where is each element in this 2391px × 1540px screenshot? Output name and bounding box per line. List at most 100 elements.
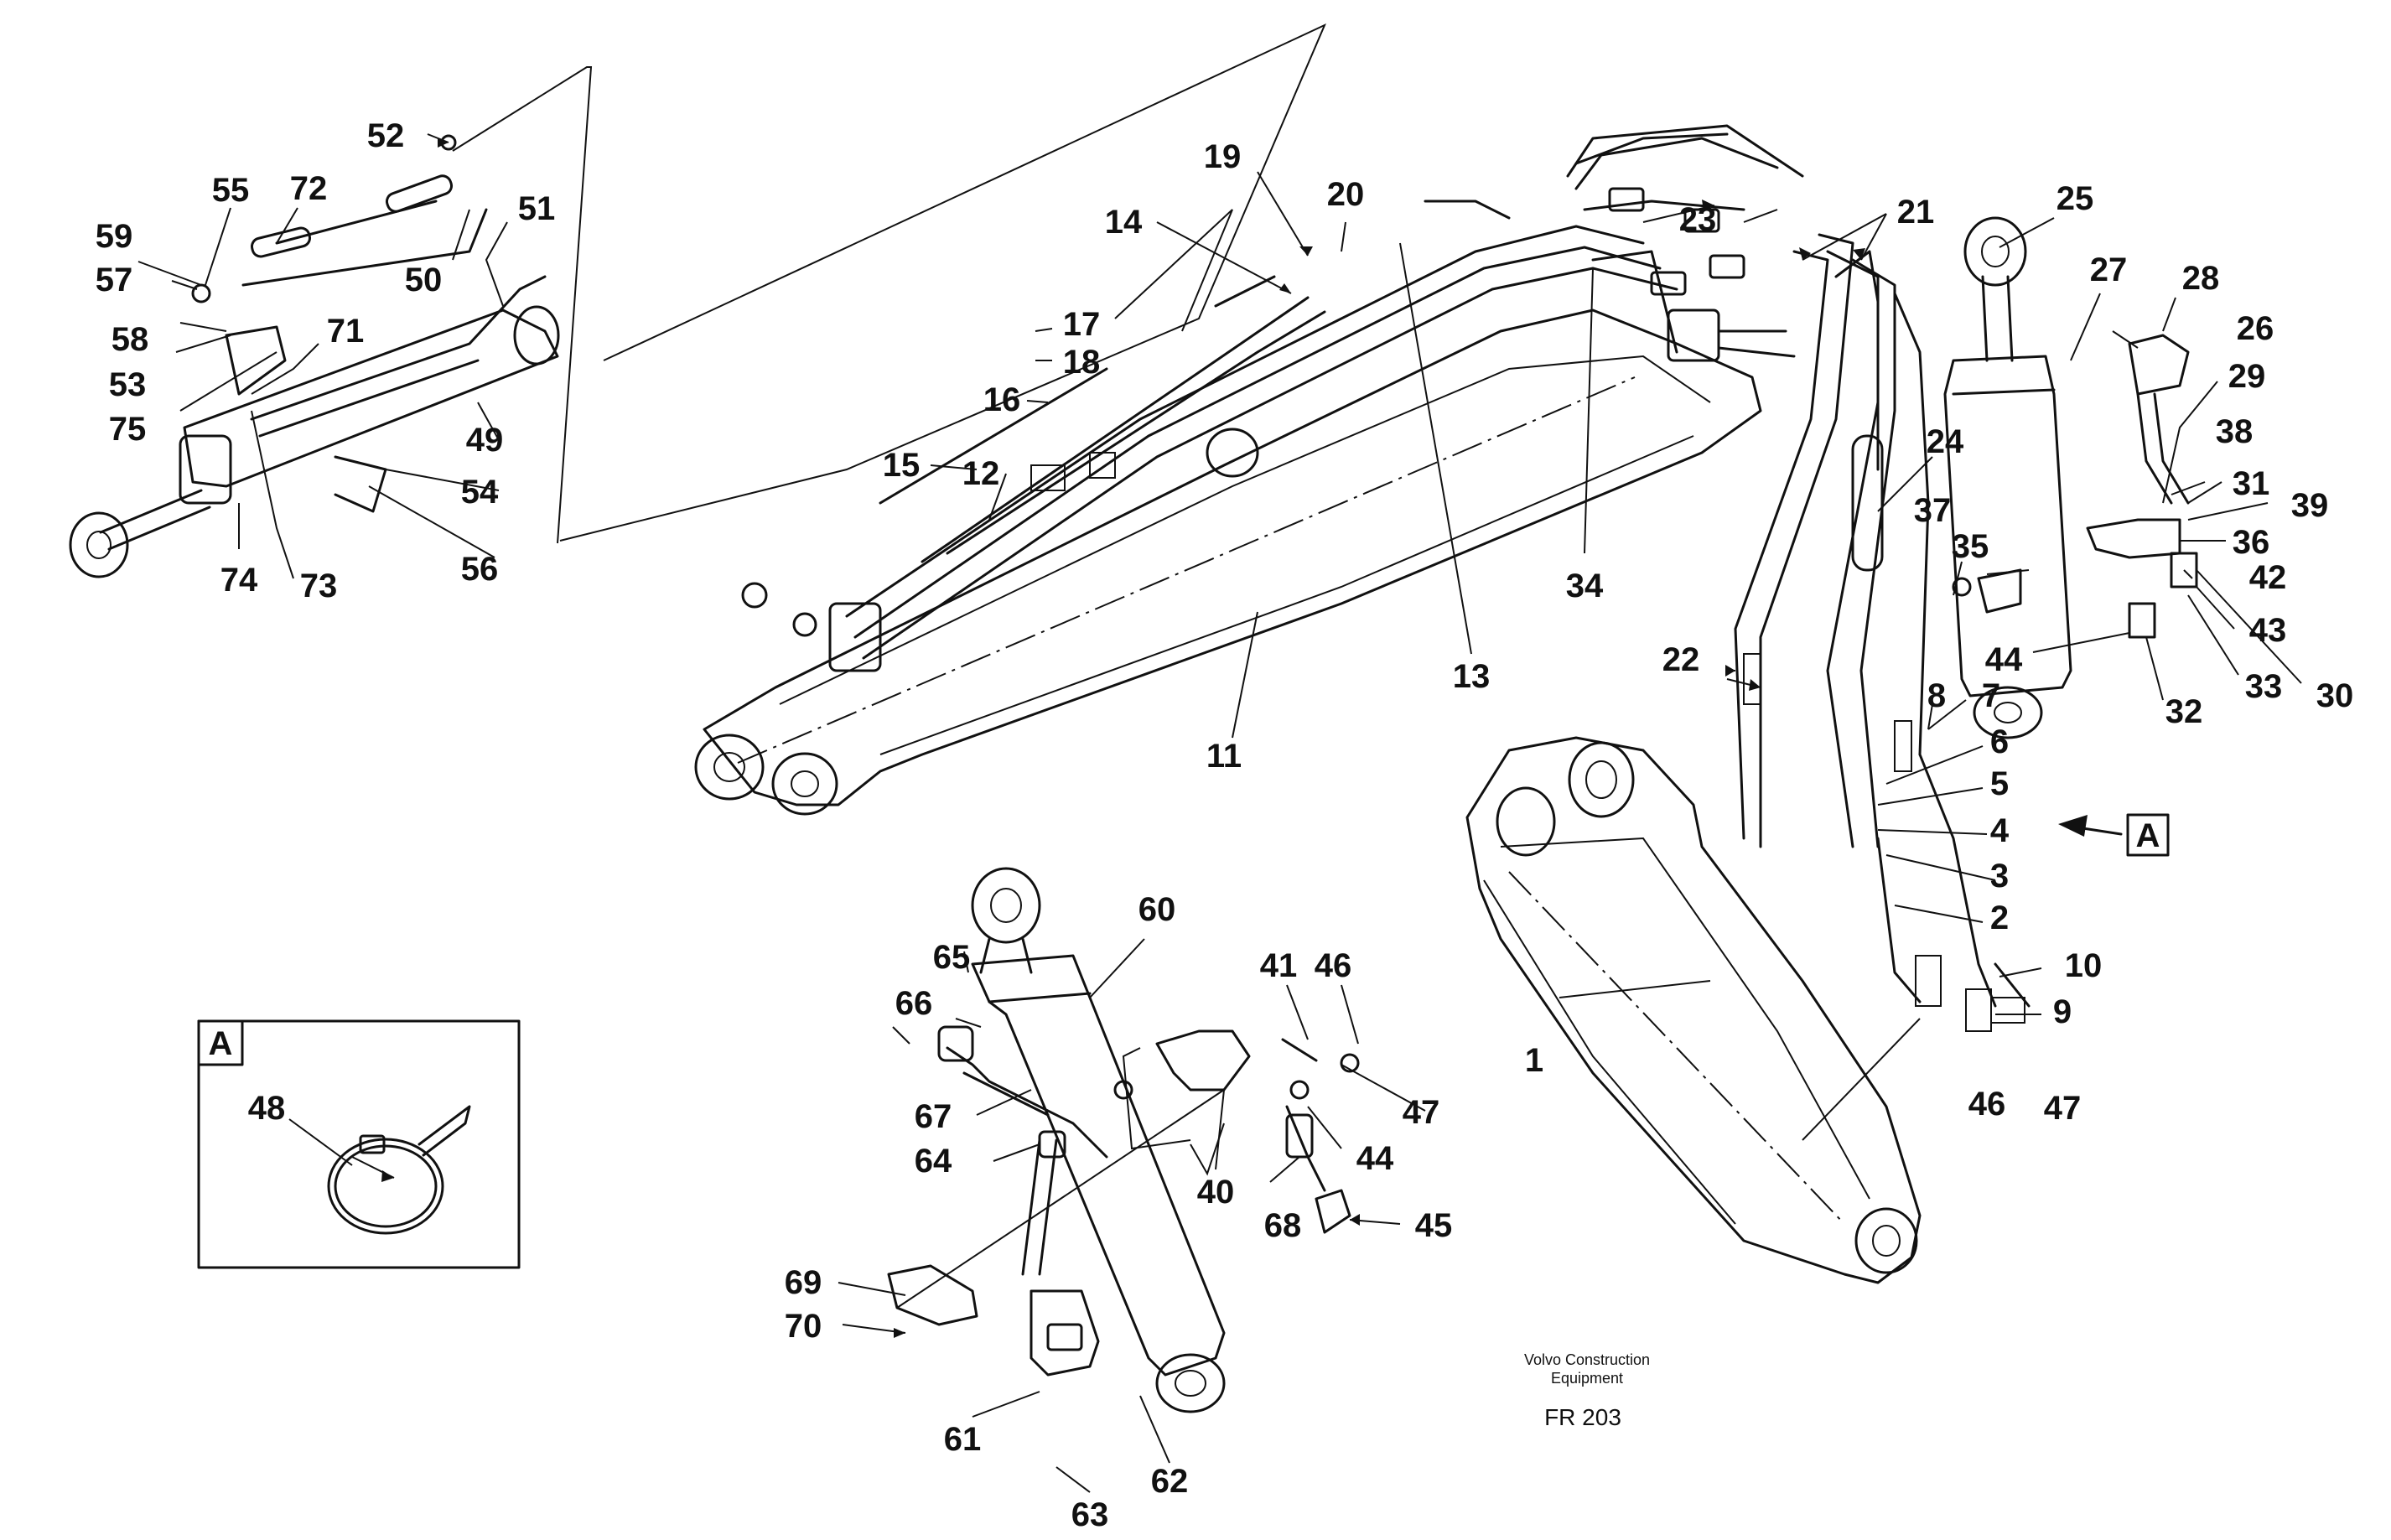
callout-10: 10: [2065, 947, 2103, 984]
detail-box-item: 48: [248, 1090, 286, 1127]
callout-72: 72: [290, 170, 328, 207]
callout-1: 1: [1525, 1042, 1543, 1079]
callout-46-boom: 46: [1968, 1086, 2006, 1123]
callout-49: 49: [466, 422, 504, 459]
leader-arrowheads: [381, 137, 1865, 1338]
callout-7: 7: [1982, 677, 2000, 714]
callout-74: 74: [220, 562, 258, 599]
callout-62: 62: [1151, 1463, 1189, 1500]
callout-47-boom: 47: [2044, 1090, 2082, 1127]
callout-9: 9: [2053, 993, 2072, 1030]
callout-70: 70: [785, 1308, 822, 1345]
callout-31: 31: [2233, 465, 2270, 502]
callout-11: 11: [1206, 738, 1242, 775]
callout-75: 75: [109, 411, 147, 448]
arm-hydraulic-lines: [741, 124, 1804, 672]
callout-15: 15: [883, 447, 921, 484]
callout-35: 35: [1952, 528, 1989, 565]
dipper-arm-part: [694, 309, 1762, 816]
callout-45: 45: [1415, 1207, 1453, 1244]
callout-64: 64: [915, 1143, 952, 1180]
callout-4: 4: [1990, 812, 2010, 849]
top-hose-fittings: [1574, 132, 1745, 296]
callout-59: 59: [96, 218, 133, 255]
callout-14: 14: [1105, 204, 1143, 241]
callout-6: 6: [1990, 723, 2009, 760]
callout-52: 52: [367, 117, 405, 154]
callout-29: 29: [2228, 358, 2266, 395]
callout-63: 63: [1071, 1496, 1109, 1533]
callout-25: 25: [2056, 180, 2094, 217]
callout-12: 12: [962, 455, 1000, 492]
callout-2: 2: [1990, 900, 2009, 936]
callout-55: 55: [212, 172, 250, 209]
credit-line-1: Volvo Construction: [1524, 1351, 1650, 1368]
callout-30: 30: [2316, 677, 2354, 714]
callout-24: 24: [1927, 423, 1964, 460]
bucket-cylinder-part: [69, 134, 560, 578]
callout-5: 5: [1990, 765, 2009, 802]
callout-68: 68: [1264, 1207, 1302, 1244]
callout-18: 18: [1063, 344, 1101, 381]
view-marker-label: A: [2136, 817, 2160, 854]
boom-part: [1465, 736, 1922, 1284]
boom-cylinder-part: [1943, 216, 2198, 739]
detail-box-a: A 48: [197, 1019, 521, 1269]
callout-16: 16: [983, 381, 1021, 418]
callout-51: 51: [518, 190, 556, 227]
callout-66: 66: [895, 985, 933, 1022]
callout-60: 60: [1138, 891, 1176, 928]
callout-41: 41: [1260, 947, 1298, 984]
callout-69: 69: [785, 1264, 822, 1301]
assembly-link-lines: [896, 1018, 1921, 1309]
callout-8: 8: [1927, 677, 1946, 714]
callout-32: 32: [2165, 693, 2203, 730]
callout-39: 39: [2291, 487, 2329, 524]
callout-13: 13: [1453, 658, 1491, 695]
callout-labels: 1 2 3 4 5 6 7 8 9 10 11 12 13 14 15 16 1…: [96, 117, 2354, 1533]
hose-clamp-icon: [327, 1105, 471, 1235]
callout-65: 65: [933, 939, 971, 976]
callout-73: 73: [300, 568, 338, 604]
detail-box-label: A: [209, 1025, 233, 1062]
callout-23: 23: [1679, 201, 1717, 238]
callout-3: 3: [1990, 858, 2009, 894]
callout-54: 54: [461, 474, 499, 511]
view-direction-marker: A: [2058, 813, 2170, 857]
callout-33: 33: [2245, 668, 2283, 705]
callout-19: 19: [1204, 138, 1242, 175]
callout-57: 57: [96, 262, 133, 298]
callout-37: 37: [1914, 492, 1952, 529]
callout-58: 58: [112, 321, 149, 358]
callout-44-dipper: 44: [1356, 1140, 1394, 1177]
callout-26: 26: [2237, 310, 2274, 347]
callout-22: 22: [1662, 641, 1700, 678]
callout-20: 20: [1327, 176, 1365, 213]
callout-47-dipper: 47: [1403, 1094, 1440, 1131]
callout-40: 40: [1197, 1174, 1235, 1211]
callout-42: 42: [2249, 559, 2287, 596]
callout-leaders: [137, 133, 2302, 1493]
credit-line-2: Equipment: [1551, 1370, 1623, 1387]
drawing-credit: Volvo Construction Equipment FR 203: [1524, 1351, 1650, 1430]
callout-67: 67: [915, 1098, 952, 1135]
callout-28: 28: [2182, 260, 2220, 297]
callout-46-dipper: 46: [1315, 947, 1352, 984]
view-arrow-icon: [2058, 815, 2088, 837]
callout-17: 17: [1063, 306, 1101, 343]
callout-50: 50: [405, 262, 443, 298]
callout-43: 43: [2249, 612, 2287, 649]
callout-36: 36: [2233, 524, 2270, 561]
callout-27: 27: [2090, 251, 2128, 288]
callout-53: 53: [109, 366, 147, 403]
drawing-reference: FR 203: [1544, 1404, 1621, 1430]
boom-hoses: [1734, 233, 2031, 1032]
callout-71: 71: [327, 313, 365, 350]
callout-34: 34: [1566, 568, 1604, 604]
callout-21: 21: [1897, 194, 1935, 231]
callout-38: 38: [2216, 413, 2254, 450]
callout-56: 56: [461, 551, 499, 588]
exploded-view-frame: [452, 23, 1326, 544]
callout-44-boom: 44: [1985, 641, 2023, 678]
